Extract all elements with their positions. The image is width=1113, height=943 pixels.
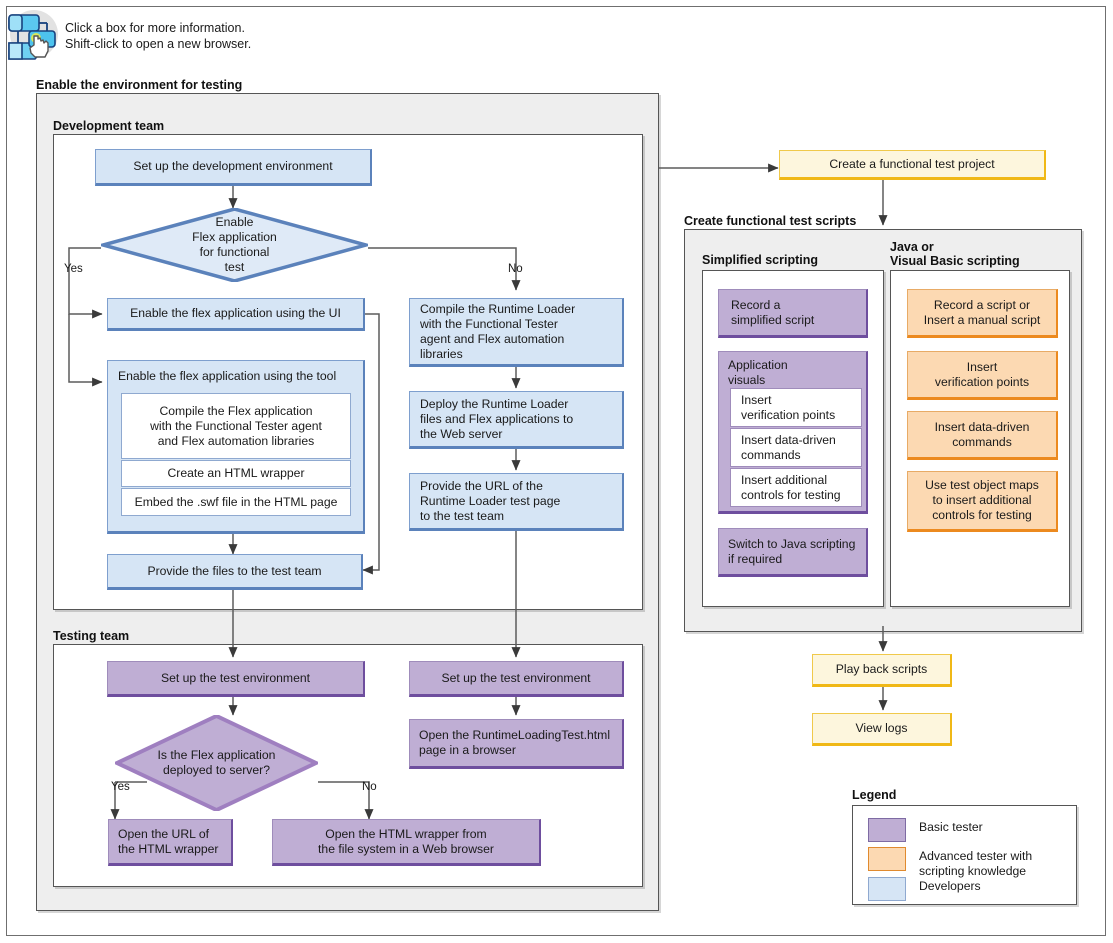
legend-label-advanced-tester: Advanced tester with scripting knowledge — [919, 849, 1033, 878]
group-title-enable-environment: Enable the environment for testing — [36, 78, 243, 92]
group-title-simplified-scripting: Simplified scripting — [702, 253, 818, 267]
node-set-up-test-environment-left[interactable]: Set up the test environment — [107, 661, 365, 697]
legend-box: Basic tester Advanced tester with script… — [852, 805, 1077, 905]
node-sv-insert-verification-points[interactable]: Insert verification points — [730, 388, 862, 427]
group-title-development-team: Development team — [53, 119, 165, 133]
node-provide-runtime-loader-url[interactable]: Provide the URL of the Runtime Loader te… — [409, 473, 624, 531]
decision-enable-flex-application[interactable]: Enable Flex application for functional t… — [101, 208, 368, 282]
node-enable-flex-application-ui[interactable]: Enable the flex application using the UI — [107, 298, 365, 331]
node-switch-to-java-scripting[interactable]: Switch to Java scripting if required — [718, 528, 868, 577]
node-application-visuals-label: Application visuals — [728, 358, 788, 387]
legend-item-developers: Developers — [868, 877, 981, 901]
edge-label-test-no: No — [362, 781, 377, 793]
node-sv-insert-data-driven-commands[interactable]: Insert data-driven commands — [730, 428, 862, 467]
legend-swatch-basic-tester — [868, 818, 906, 842]
edge-label-dev-no: No — [508, 263, 523, 275]
legend-item-basic-tester: Basic tester — [868, 818, 983, 842]
edge-label-test-yes: Yes — [111, 781, 130, 793]
node-create-functional-test-project[interactable]: Create a functional test project — [779, 150, 1046, 180]
node-open-runtime-loading-test-html[interactable]: Open the RuntimeLoadingTest.html page in… — [409, 719, 624, 769]
node-set-up-development-environment[interactable]: Set up the development environment — [95, 149, 372, 186]
group-title-testing-team: Testing team — [53, 629, 130, 643]
node-provide-files-to-test-team[interactable]: Provide the files to the test team — [107, 554, 363, 590]
instruction-line-1: Click a box for more information. — [65, 21, 245, 35]
node-embed-swf-file[interactable]: Embed the .swf file in the HTML page — [121, 488, 351, 516]
group-title-create-test-scripts: Create functional test scripts — [684, 214, 857, 228]
node-compile-flex-application[interactable]: Compile the Flex application with the Fu… — [121, 393, 351, 459]
node-record-simplified-script[interactable]: Record a simplified script — [718, 289, 868, 338]
node-view-logs[interactable]: View logs — [812, 713, 952, 746]
node-create-html-wrapper[interactable]: Create an HTML wrapper — [121, 460, 351, 487]
edge-label-dev-yes: Yes — [64, 263, 83, 275]
node-jv-insert-verification-points[interactable]: Insert verification points — [907, 351, 1058, 400]
node-use-test-object-maps[interactable]: Use test object maps to insert additiona… — [907, 471, 1058, 532]
node-enable-flex-tool-label: Enable the flex application using the to… — [118, 369, 337, 383]
node-record-or-insert-manual-script[interactable]: Record a script or Insert a manual scrip… — [907, 289, 1058, 338]
legend-label-basic-tester: Basic tester — [919, 820, 983, 834]
decision-is-flex-application-deployed[interactable]: Is the Flex application deployed to serv… — [115, 715, 318, 811]
legend-label-developers: Developers — [919, 879, 981, 893]
node-open-html-wrapper-file-system[interactable]: Open the HTML wrapper from the file syst… — [272, 819, 541, 866]
node-play-back-scripts[interactable]: Play back scripts — [812, 654, 952, 687]
instruction-note: Click a box for more information. Shift-… — [65, 20, 385, 52]
legend-item-advanced-tester: Advanced tester with scripting knowledge — [868, 847, 1032, 879]
node-set-up-test-environment-right[interactable]: Set up the test environment — [409, 661, 624, 697]
node-deploy-runtime-loader[interactable]: Deploy the Runtime Loader files and Flex… — [409, 391, 624, 449]
diagram-page: Click a box for more information. Shift-… — [6, 6, 1106, 936]
legend-title: Legend — [852, 788, 897, 802]
group-title-java-vb-scripting: Java or Visual Basic scripting — [890, 240, 1020, 268]
node-compile-runtime-loader[interactable]: Compile the Runtime Loader with the Func… — [409, 298, 624, 367]
node-jv-insert-data-driven-commands[interactable]: Insert data-driven commands — [907, 411, 1058, 460]
instruction-line-2: Shift-click to open a new browser. — [65, 37, 252, 51]
flowchart-hand-cursor-icon — [7, 9, 65, 61]
node-sv-insert-additional-controls[interactable]: Insert additional controls for testing — [730, 468, 862, 507]
node-open-url-of-html-wrapper[interactable]: Open the URL of the HTML wrapper — [108, 819, 233, 866]
legend-swatch-developers — [868, 877, 906, 901]
legend-swatch-advanced-tester — [868, 847, 906, 871]
